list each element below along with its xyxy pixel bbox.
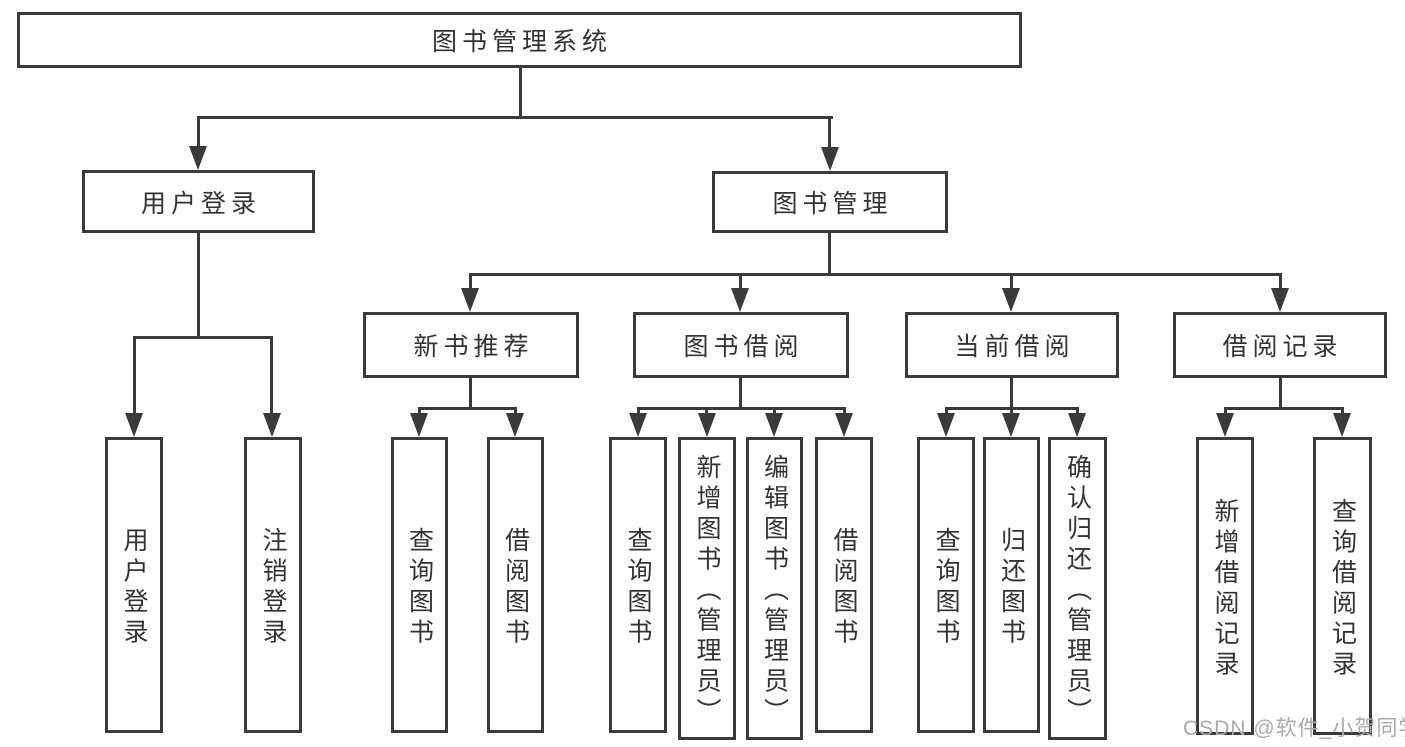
node-br-add-record-label: 新增借阅记录 <box>1211 497 1239 681</box>
node-book-management-label: 图书管理 <box>772 190 893 218</box>
arrowhead-down-icon <box>263 413 281 437</box>
node-user-login-group-label: 用户登录 <box>140 189 261 218</box>
node-br-add-record: 新增借阅记录 <box>1196 437 1254 735</box>
node-new-book-recommend: 新书推荐 <box>363 312 579 378</box>
watermark: CSDN @软件_小贺同学 <box>1183 717 1405 740</box>
node-root-label: 图书管理系统 <box>431 28 612 56</box>
node-new-book-recommend-label: 新书推荐 <box>413 333 534 361</box>
arrowhead-down-icon <box>629 413 647 437</box>
connector-drop <box>843 407 846 417</box>
node-bb-borrow-books: 借阅图书 <box>815 437 873 733</box>
arrowhead-down-icon <box>1333 413 1351 437</box>
node-cb-query-books-label: 查询图书 <box>932 527 960 649</box>
connector-drop <box>1224 407 1227 417</box>
arrowhead-down-icon <box>835 413 853 437</box>
connector-userlogin-stem <box>197 232 200 339</box>
node-user-login-group: 用户登录 <box>82 170 315 233</box>
connector-drop-newbooks <box>469 273 472 291</box>
node-cb-query-books: 查询图书 <box>917 437 975 733</box>
arrowhead-down-icon <box>506 413 524 437</box>
node-br-query-record-label: 查询借阅记录 <box>1328 497 1357 681</box>
node-bb-add-books-admin-label: 新增图书（管理员） <box>693 454 721 729</box>
node-bb-query-books-label: 查询图书 <box>624 527 652 649</box>
connector-drop-login <box>133 336 136 417</box>
connector-bookmgmt-stem <box>828 232 831 276</box>
node-borrowing-records: 借阅记录 <box>1173 312 1387 378</box>
connector-drop <box>773 407 776 417</box>
node-user-login-label: 用户登录 <box>120 527 148 649</box>
connector-drop <box>637 407 640 417</box>
arrowhead-down-icon <box>1271 288 1289 312</box>
connector-drop-records <box>1279 273 1282 291</box>
connector-drop <box>418 407 421 417</box>
connector-drop <box>1341 407 1344 417</box>
connector-bookborrow-stem <box>739 377 742 410</box>
connector-newbooks-rail <box>418 407 517 410</box>
arrowhead-down-icon <box>698 413 716 437</box>
connector-drop-bookborrow <box>739 273 742 291</box>
node-nb-query-books: 查询图书 <box>391 437 448 733</box>
node-logout: 注销登录 <box>244 437 302 733</box>
node-bb-borrow-books-label: 借阅图书 <box>830 527 858 649</box>
node-cb-return-books-label: 归还图书 <box>997 527 1026 649</box>
connector-userlogin-rail <box>133 336 273 339</box>
arrowhead-down-icon <box>765 413 783 437</box>
connector-drop <box>705 407 708 417</box>
node-bb-query-books: 查询图书 <box>609 437 667 733</box>
node-current-borrowing-label: 当前借阅 <box>954 333 1075 361</box>
node-book-borrowing: 图书借阅 <box>633 312 849 378</box>
arrowhead-down-icon <box>1216 413 1234 437</box>
node-bb-add-books-admin: 新增图书（管理员） <box>678 437 736 740</box>
connector-drop-book-management <box>828 116 831 151</box>
arrowhead-down-icon <box>461 288 479 312</box>
node-book-borrowing-label: 图书借阅 <box>683 333 804 361</box>
arrowhead-down-icon <box>1002 288 1020 312</box>
connector-currentborrow-stem <box>1010 377 1013 410</box>
arrowhead-down-icon <box>125 413 143 437</box>
node-cb-confirm-return-admin-label: 确认归还（管理员） <box>1063 454 1092 729</box>
node-root: 图书管理系统 <box>17 12 1022 68</box>
connector-records-rail <box>1224 407 1343 410</box>
connector-drop-currentborrow <box>1010 273 1013 291</box>
arrowhead-down-icon <box>410 413 428 437</box>
node-book-management: 图书管理 <box>712 171 948 233</box>
connector-bookmgmt-rail <box>469 273 1282 276</box>
connector-newbooks-stem <box>469 377 472 410</box>
connector-records-stem <box>1279 377 1282 410</box>
node-nb-borrow-books: 借阅图书 <box>487 437 544 733</box>
node-bb-edit-books-admin-label: 编辑图书（管理员） <box>760 454 789 729</box>
arrowhead-down-icon <box>821 147 839 171</box>
arrowhead-down-icon <box>937 413 955 437</box>
connector-root-rail <box>197 116 833 119</box>
connector-drop <box>1010 407 1013 417</box>
connector-drop-logout <box>270 336 273 417</box>
arrowhead-down-icon <box>1002 413 1020 437</box>
arrowhead-down-icon <box>731 288 749 312</box>
node-nb-borrow-books-label: 借阅图书 <box>501 527 530 649</box>
connector-drop <box>514 407 517 417</box>
connector-bookborrow-rail <box>637 407 846 410</box>
node-borrowing-records-label: 借阅记录 <box>1222 333 1343 361</box>
connector-drop <box>1076 407 1079 417</box>
node-br-query-record: 查询借阅记录 <box>1313 437 1372 735</box>
node-nb-query-books-label: 查询图书 <box>405 527 434 649</box>
node-cb-confirm-return-admin: 确认归还（管理员） <box>1048 437 1107 740</box>
arrowhead-down-icon <box>1068 413 1086 437</box>
node-bb-edit-books-admin: 编辑图书（管理员） <box>746 437 803 740</box>
node-user-login: 用户登录 <box>105 437 163 733</box>
connector-drop-user-login <box>197 116 200 150</box>
connector-root-stem <box>519 67 522 119</box>
node-current-borrowing: 当前借阅 <box>905 312 1119 378</box>
arrowhead-down-icon <box>189 146 207 170</box>
node-cb-return-books: 归还图书 <box>983 437 1040 733</box>
node-logout-label: 注销登录 <box>259 527 287 649</box>
connector-drop <box>945 407 948 417</box>
